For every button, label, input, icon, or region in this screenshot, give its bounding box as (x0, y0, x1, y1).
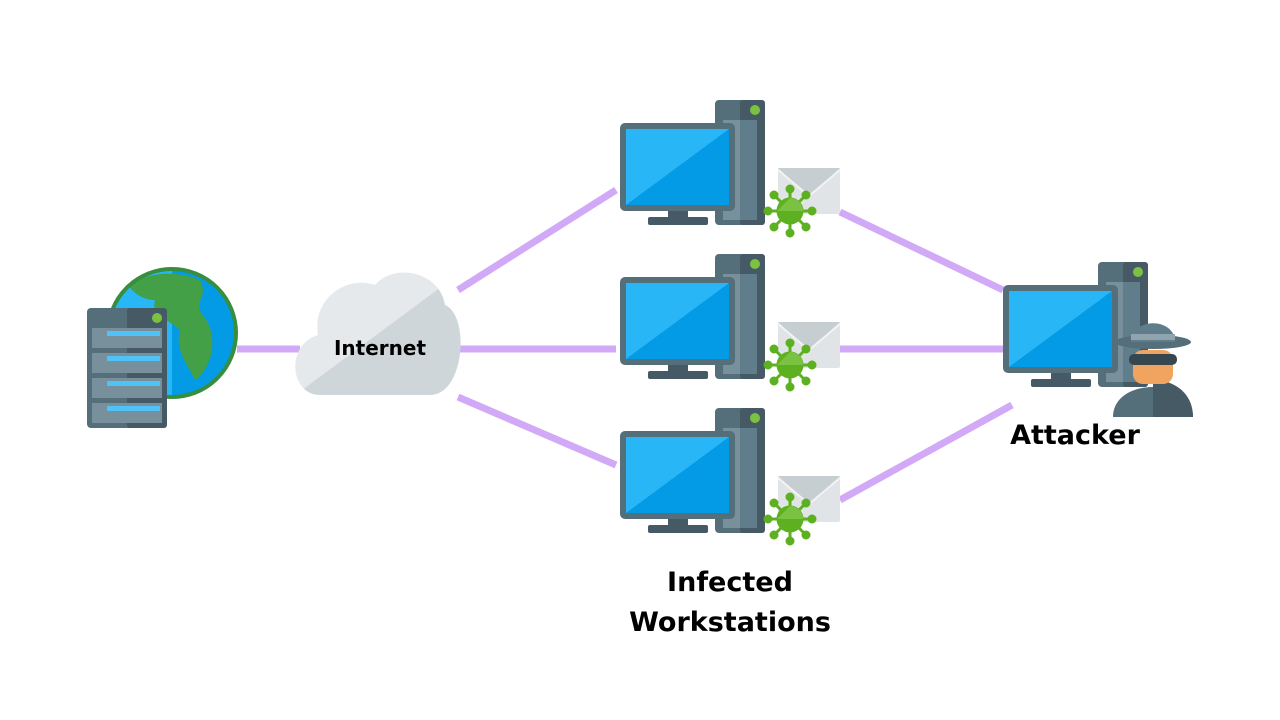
connectors (237, 187, 1014, 504)
internet-label: Internet (333, 336, 427, 360)
virus-envelope-icon (762, 474, 842, 547)
edge-internet-workstation-1 (456, 187, 618, 293)
desktop-computer-icon (620, 100, 765, 225)
attacker-node (1003, 262, 1193, 417)
infected-workstations-label: Infected Workstations (600, 563, 860, 643)
server-globe-icon (87, 267, 238, 428)
edge-workstation-1-attacker (838, 208, 1005, 294)
infected-label-line1: Infected (667, 567, 793, 598)
edge-workstation-3-attacker (838, 401, 1014, 504)
attacker-label: Attacker (1010, 420, 1140, 451)
desktop-computer-icon (1003, 262, 1148, 387)
cloud-icon (295, 272, 461, 395)
workstation-2 (620, 254, 842, 393)
edge-internet-workstation-3 (456, 393, 618, 469)
workstation-3 (620, 408, 842, 547)
virus-envelope-icon (762, 166, 842, 239)
virus-envelope-icon (762, 320, 842, 393)
hacker-icon (1113, 323, 1193, 417)
desktop-computer-icon (620, 254, 765, 379)
infected-label-line2: Workstations (629, 607, 831, 638)
workstation-1 (620, 100, 842, 239)
desktop-computer-icon (620, 408, 765, 533)
